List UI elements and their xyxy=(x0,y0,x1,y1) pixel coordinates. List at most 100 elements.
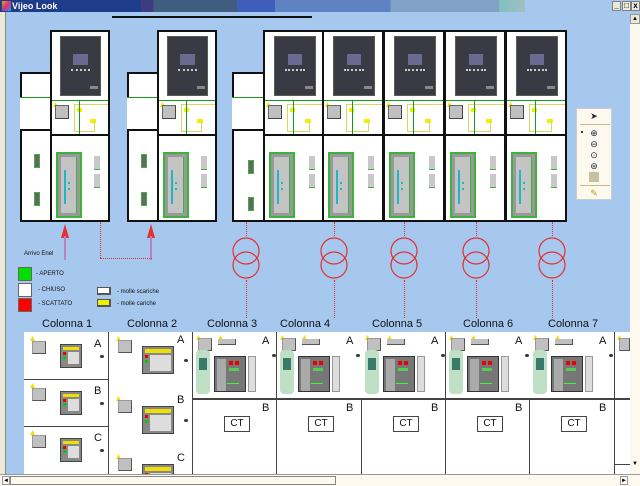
transformer-line-bottom xyxy=(404,280,405,318)
handheld-unit xyxy=(280,350,294,394)
connection-dot xyxy=(356,354,360,357)
wiring xyxy=(181,104,215,105)
zoom-in-icon[interactable]: ⊕ xyxy=(590,128,598,138)
handheld-unit xyxy=(533,350,547,394)
switch-door xyxy=(269,152,295,218)
led xyxy=(175,182,177,184)
switch-bar xyxy=(519,170,521,204)
green-divider xyxy=(352,101,353,135)
warning-icon xyxy=(471,335,476,340)
close-button[interactable]: x xyxy=(631,1,640,11)
zoom-info-icon[interactable]: ⊙ xyxy=(590,150,598,160)
wiring xyxy=(181,104,182,132)
relay-keys xyxy=(344,69,364,73)
wiring xyxy=(346,131,368,132)
horizontal-scroll-thumb[interactable] xyxy=(10,476,336,485)
breaker-part xyxy=(482,368,492,371)
column-divider xyxy=(361,398,362,474)
legend-swatch-aperto xyxy=(18,267,32,281)
led xyxy=(462,182,464,184)
breaker-face xyxy=(68,399,79,411)
breaker-body xyxy=(467,356,499,392)
transformer-line-top xyxy=(334,222,335,236)
warning-icon xyxy=(447,102,452,107)
legend-label-chiuso: - CHIUSO xyxy=(38,287,65,293)
row-divider xyxy=(24,379,108,380)
indicator-slot xyxy=(201,156,207,170)
connection-dot xyxy=(609,354,613,357)
status-indicator xyxy=(510,105,524,119)
connection-dot xyxy=(100,402,104,405)
ct-label: CT xyxy=(477,416,503,432)
wiring xyxy=(346,104,347,132)
row-letter: A xyxy=(346,335,354,347)
relay-keys xyxy=(466,69,486,73)
yellow-indicator xyxy=(425,119,431,123)
breaker-face xyxy=(68,446,79,458)
wiring xyxy=(529,131,551,132)
pointer-icon[interactable]: ➤ xyxy=(590,111,598,121)
yellow-indicator xyxy=(364,119,370,123)
led xyxy=(340,188,342,190)
breaker-part xyxy=(301,359,310,391)
transformer-line-top xyxy=(476,222,477,236)
led-red xyxy=(145,355,148,358)
scroll-left-button[interactable]: ◄ xyxy=(2,476,10,485)
blank-tool[interactable] xyxy=(589,172,599,182)
connection-dot xyxy=(184,359,188,362)
switch-door xyxy=(450,152,476,218)
air-circuit-breaker-icon xyxy=(196,350,260,394)
scroll-up-button[interactable]: ▲ xyxy=(630,14,640,24)
green-divider xyxy=(474,101,475,135)
transformer-icon xyxy=(389,236,419,280)
wiring xyxy=(181,131,201,132)
breaker-part xyxy=(470,359,479,391)
green-divider xyxy=(413,101,414,135)
circuit-breaker-icon xyxy=(60,438,82,462)
vertical-scrollbar[interactable] xyxy=(630,14,640,474)
switch-door xyxy=(163,152,189,218)
breaker-part xyxy=(480,383,492,384)
warning-icon xyxy=(617,335,622,340)
warning-icon xyxy=(508,102,513,107)
legend-label-scattato: - SCATTATO xyxy=(38,301,73,307)
led xyxy=(401,188,403,190)
column-title-7: Colonna 7 xyxy=(548,318,599,330)
control-compartment xyxy=(446,100,504,135)
breaker-part xyxy=(227,383,239,384)
led-green xyxy=(63,450,66,453)
indicator-slot xyxy=(368,156,374,170)
pen-tool-icon[interactable]: ✎ xyxy=(590,188,598,198)
maximize-button[interactable]: □ xyxy=(622,1,631,11)
breaker-part xyxy=(386,359,395,391)
yellow-indicator xyxy=(305,119,311,123)
green-divider xyxy=(535,101,536,135)
breaker-body xyxy=(551,356,583,392)
warning-icon xyxy=(386,102,391,107)
scroll-down-button[interactable]: ▼ xyxy=(632,461,638,467)
minimize-button[interactable]: _ xyxy=(612,1,621,11)
breaker-part xyxy=(488,361,492,365)
breaker-body xyxy=(214,356,246,392)
control-compartment xyxy=(385,100,443,135)
column-divider xyxy=(108,332,109,474)
row-letter: A xyxy=(94,338,102,350)
warning-icon xyxy=(116,454,121,459)
led-red xyxy=(63,446,66,449)
led xyxy=(175,188,177,190)
handheld-screen xyxy=(368,358,376,370)
switch-door xyxy=(511,152,537,218)
app-icon xyxy=(2,1,11,11)
warning-icon xyxy=(325,102,330,107)
zoom-fit-icon[interactable]: ⊛ xyxy=(590,161,598,171)
led xyxy=(281,188,283,190)
incoming-control-1 xyxy=(20,97,52,131)
zoom-out-icon[interactable]: ⊖ xyxy=(590,139,598,149)
breaker-part xyxy=(572,361,576,365)
scroll-right-button[interactable]: ► xyxy=(620,476,628,485)
breaker-side-panel xyxy=(501,356,509,392)
led xyxy=(523,182,525,184)
title-bar[interactable]: Vijeo Look _ □ x xyxy=(0,0,640,12)
status-indicator xyxy=(388,105,402,119)
column-title-4: Colonna 4 xyxy=(280,318,331,330)
